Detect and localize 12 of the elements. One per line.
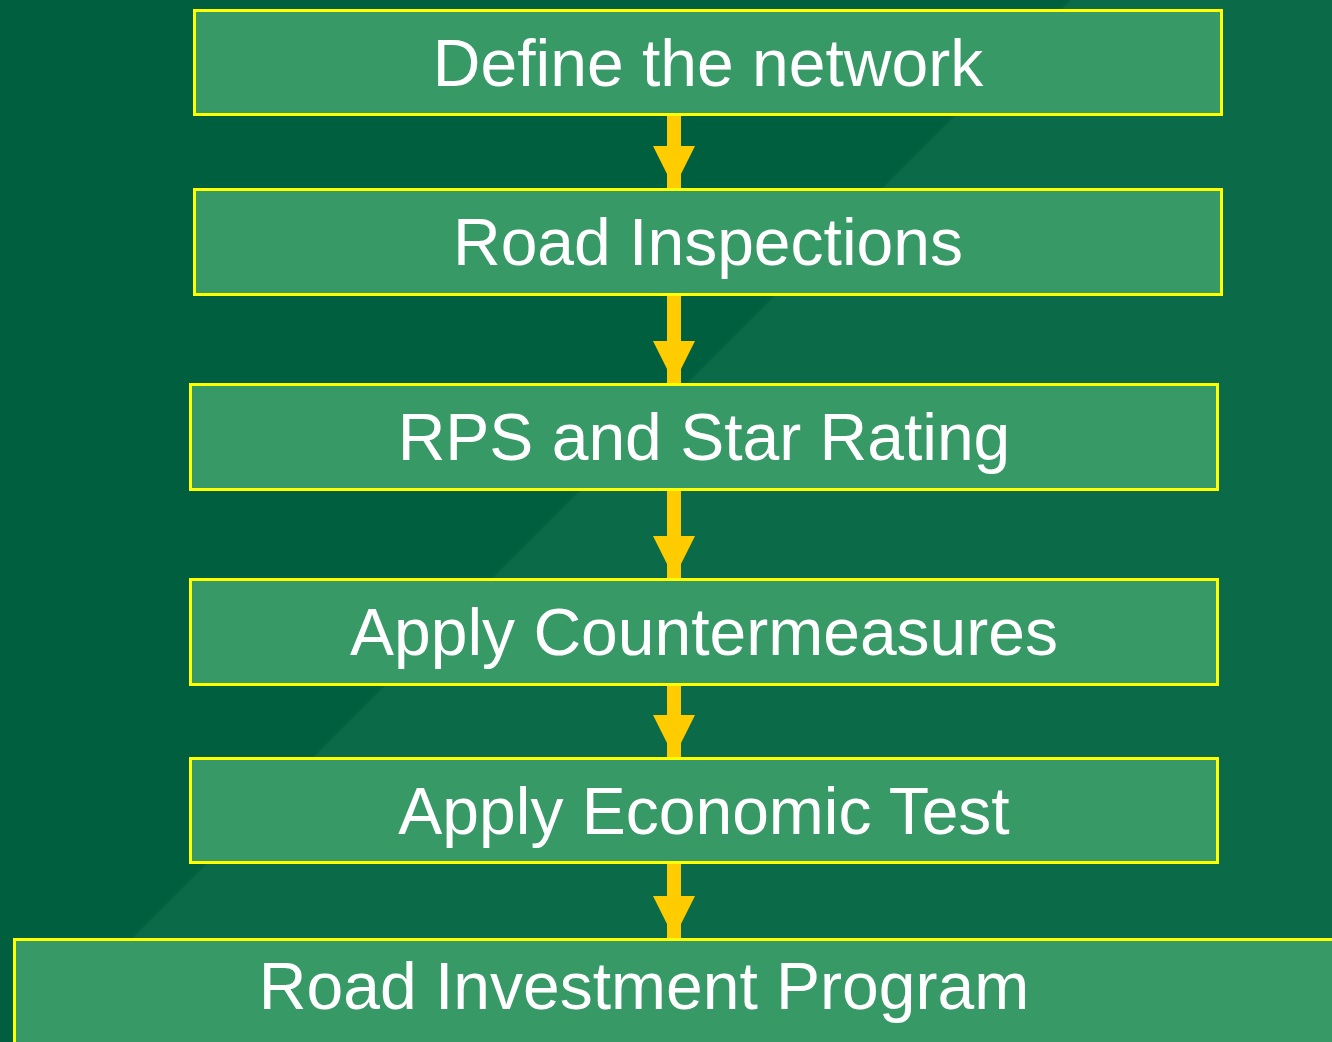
arrow: [653, 686, 695, 757]
process-box: [193, 9, 1223, 116]
arrow: [653, 296, 695, 383]
process-box: [193, 188, 1223, 296]
process-box: [189, 383, 1219, 491]
arrow: [653, 491, 695, 578]
process-box: [189, 757, 1219, 864]
arrow: [653, 116, 695, 188]
process-box: [13, 938, 1332, 1042]
step-label: Define the network: [432, 29, 984, 96]
process-box: [189, 578, 1219, 686]
arrow: [653, 864, 695, 938]
